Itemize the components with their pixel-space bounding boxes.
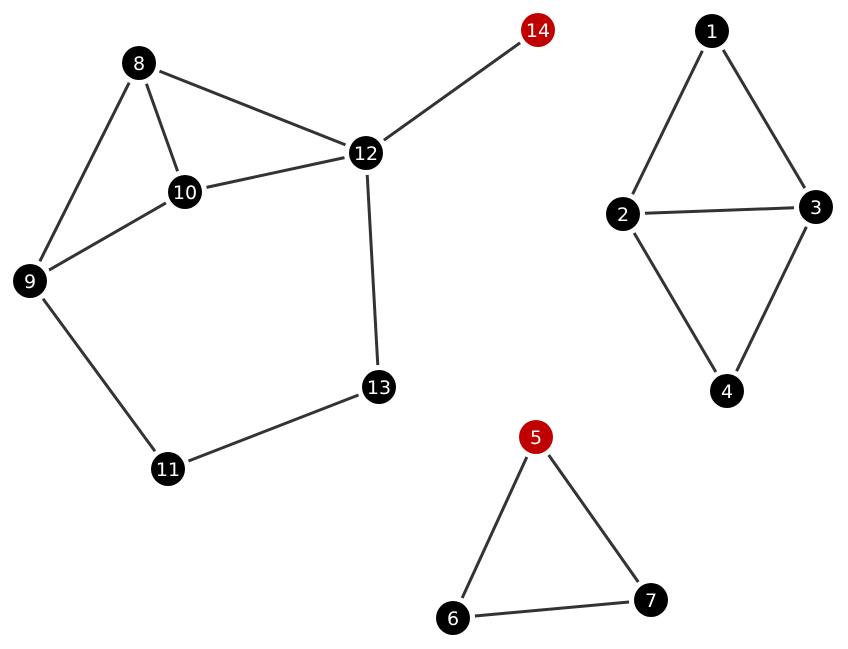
node-1[interactable]: 1: [695, 14, 729, 48]
edge-2-3: [644, 206, 795, 215]
node-3[interactable]: 3: [799, 190, 833, 224]
node-4[interactable]: 4: [710, 374, 744, 408]
node-13[interactable]: 13: [362, 370, 396, 404]
node-label: 7: [645, 590, 657, 612]
node-circle: [436, 601, 470, 635]
edge-8-9: [38, 82, 131, 262]
node-circle: [122, 46, 156, 80]
node-12[interactable]: 12: [349, 136, 383, 170]
edge-11-13: [187, 393, 360, 463]
node-6[interactable]: 6: [436, 601, 470, 635]
node-circle: [349, 136, 383, 170]
node-circle: [606, 197, 640, 231]
node-label: 8: [133, 53, 145, 75]
node-circle: [519, 420, 553, 454]
node-circle: [13, 264, 47, 298]
node-label: 3: [810, 197, 822, 219]
node-label: 6: [447, 608, 459, 630]
node-circle: [799, 190, 833, 224]
node-label: 12: [354, 143, 378, 165]
node-11[interactable]: 11: [151, 452, 185, 486]
node-label: 10: [173, 182, 197, 204]
edge-9-10: [48, 201, 167, 272]
edge-1-2: [631, 50, 704, 195]
edge-1-3: [721, 49, 807, 189]
node-circle: [521, 13, 555, 47]
node-circle: [634, 583, 668, 617]
node-circle: [695, 14, 729, 48]
edge-6-7: [474, 600, 630, 618]
node-circle: [151, 452, 185, 486]
node-circle: [362, 370, 396, 404]
node-label: 5: [530, 427, 542, 449]
edge-5-7: [547, 454, 640, 583]
node-8[interactable]: 8: [122, 46, 156, 80]
node-circle: [710, 374, 744, 408]
node-label: 9: [24, 271, 36, 293]
node-label: 11: [156, 459, 180, 481]
edge-8-10: [144, 83, 180, 172]
edge-9-11: [41, 297, 157, 453]
node-9[interactable]: 9: [13, 264, 47, 298]
node-label: 1: [706, 21, 718, 43]
edge-2-4: [632, 232, 718, 373]
node-label: 14: [526, 20, 550, 42]
node-7[interactable]: 7: [634, 583, 668, 617]
edges-layer: [38, 41, 808, 618]
node-circle: [168, 175, 202, 209]
node-10[interactable]: 10: [168, 175, 202, 209]
edge-10-12: [206, 156, 345, 189]
edge-12-14: [383, 41, 521, 142]
node-label: 4: [721, 381, 733, 403]
node-2[interactable]: 2: [606, 197, 640, 231]
node-5[interactable]: 5: [519, 420, 553, 454]
edge-5-6: [460, 456, 529, 599]
node-14[interactable]: 14: [521, 13, 555, 47]
edge-12-13: [365, 174, 380, 366]
edge-3-4: [735, 226, 808, 372]
node-label: 13: [367, 377, 391, 399]
edge-8-12: [158, 69, 347, 147]
node-label: 2: [617, 204, 629, 226]
